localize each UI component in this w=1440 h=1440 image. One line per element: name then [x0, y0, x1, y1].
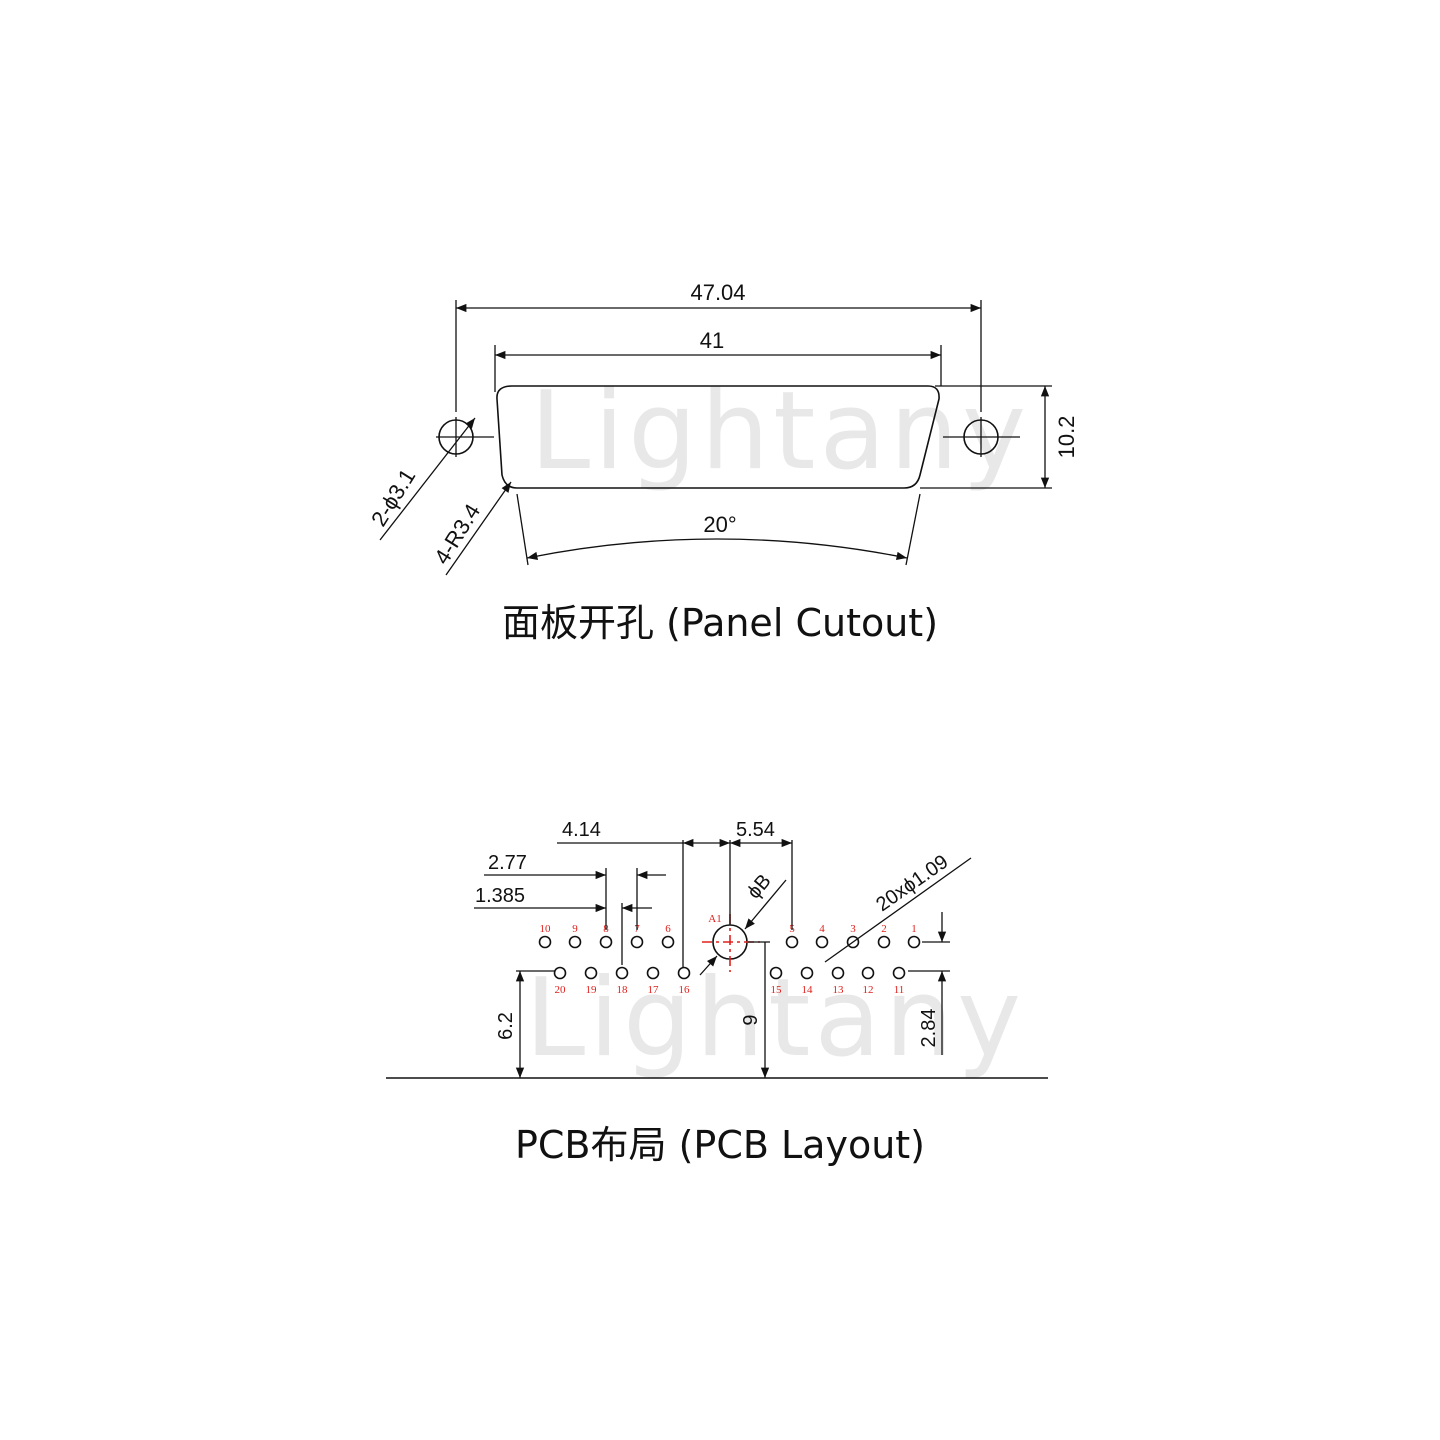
pin-hole-8	[599, 935, 613, 949]
dim-cutout-width: 41	[700, 328, 724, 353]
dim-hole: 2-ϕ3.1	[366, 464, 420, 530]
pin-hole-13	[831, 966, 845, 980]
pin-hole-1	[907, 935, 921, 949]
pin-hole-10	[538, 935, 552, 949]
pin-label-13: 13	[833, 984, 845, 996]
pin-hole-3	[846, 935, 860, 949]
dim-pins: 20xϕ1.09	[872, 851, 952, 916]
pin-label-2: 2	[881, 923, 887, 935]
pin-hole-2	[877, 935, 891, 949]
dim-height: 10.2	[1054, 416, 1079, 459]
pin-hole-7	[630, 935, 644, 949]
anchor-label: A1	[708, 913, 721, 925]
dim-overall-width: 47.04	[690, 280, 745, 305]
panel-cutout-drawing: 47.04 41 10.2 2-ϕ3.1 4-R3.4 20°	[366, 280, 1079, 576]
pin-hole-4	[815, 935, 829, 949]
watermark-top: Lightany	[530, 369, 1030, 494]
watermark-bottom: Lightany	[525, 956, 1025, 1081]
pin-label-16: 16	[679, 984, 691, 996]
pin-label-1: 1	[911, 923, 917, 935]
dim-angle: 20°	[703, 512, 736, 537]
pin-label-6: 6	[665, 923, 671, 935]
pin-label-4: 4	[819, 923, 825, 935]
pin-label-12: 12	[863, 984, 874, 996]
pin-label-9: 9	[572, 923, 578, 935]
dim-1-385: 1.385	[475, 885, 525, 907]
dim-2-84: 2.84	[918, 1009, 940, 1048]
pin-label-19: 19	[586, 984, 598, 996]
pin-hole-11	[892, 966, 906, 980]
dim-5-54: 5.54	[736, 819, 775, 841]
pin-label-15: 15	[771, 984, 783, 996]
pin-hole-15	[769, 966, 783, 980]
pin-label-17: 17	[648, 984, 660, 996]
pin-hole-5	[785, 935, 799, 949]
pin-hole-19	[584, 966, 598, 980]
pin-hole-17	[646, 966, 660, 980]
dim-6-2: 6.2	[495, 1012, 517, 1040]
pin-label-11: 11	[894, 984, 905, 996]
dim-4-14: 4.14	[562, 819, 601, 841]
pin-hole-9	[568, 935, 582, 949]
pin-hole-16	[677, 966, 691, 980]
pin-hole-14	[800, 966, 814, 980]
pin-hole-6	[661, 935, 675, 949]
pin-label-3: 3	[850, 923, 856, 935]
pin-hole-18	[615, 966, 629, 980]
dim-2-77: 2.77	[488, 852, 527, 874]
dim-9: 9	[740, 1014, 762, 1025]
pcb-layout-caption: PCB布局 (PCB Layout)	[514, 1123, 926, 1167]
pin-label-10: 10	[540, 923, 552, 935]
pin-label-14: 14	[802, 984, 814, 996]
pin-label-20: 20	[555, 984, 567, 996]
panel-cutout-caption: 面板开孔 (Panel Cutout)	[501, 601, 939, 645]
d-sub-cutout-outline	[496, 385, 940, 489]
pin-hole-20	[553, 966, 567, 980]
pin-hole-12	[861, 966, 875, 980]
pin-label-18: 18	[617, 984, 629, 996]
